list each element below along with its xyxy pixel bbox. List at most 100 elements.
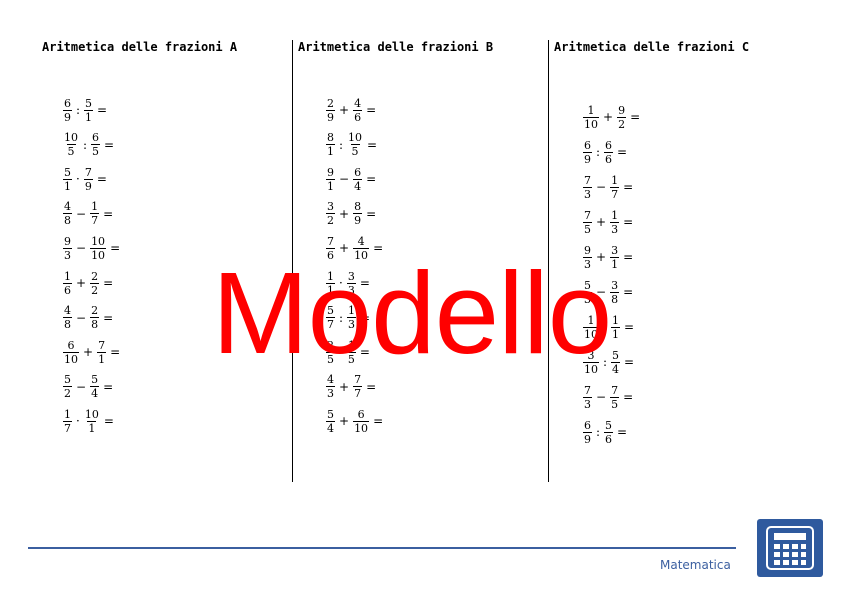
denominator: 7 bbox=[610, 186, 620, 201]
denominator: 3 bbox=[583, 186, 592, 201]
numerator: 1 bbox=[587, 313, 595, 327]
denominator: 9 bbox=[583, 151, 592, 166]
numerator: 3 bbox=[611, 278, 619, 292]
operator: + bbox=[339, 241, 350, 256]
denominator: 10 bbox=[583, 116, 599, 131]
equals-sign: = bbox=[360, 310, 371, 325]
operator: + bbox=[596, 250, 607, 264]
denominator: 8 bbox=[90, 317, 100, 332]
equals-sign: = bbox=[359, 276, 370, 290]
equals-sign: = bbox=[103, 310, 114, 325]
denominator: 8 bbox=[63, 317, 72, 332]
numerator: 5 bbox=[64, 165, 71, 179]
denominator: 4 bbox=[90, 386, 100, 401]
denominator: 6 bbox=[604, 151, 614, 166]
operator: − bbox=[76, 379, 87, 394]
operator: : bbox=[603, 320, 608, 334]
equals-sign: = bbox=[373, 241, 384, 256]
denominator: 4 bbox=[326, 420, 335, 435]
operator: + bbox=[76, 276, 87, 290]
operator: + bbox=[339, 414, 350, 429]
numerator: 6 bbox=[67, 338, 75, 352]
column-divider bbox=[292, 40, 293, 482]
numerator: 1 bbox=[611, 173, 619, 187]
denominator: 9 bbox=[83, 178, 93, 193]
numerator: 6 bbox=[92, 131, 100, 145]
equals-sign: = bbox=[624, 320, 635, 334]
numerator: 6 bbox=[584, 138, 591, 152]
numerator: 7 bbox=[84, 165, 92, 179]
denominator: 3 bbox=[583, 396, 592, 411]
denominator: 7 bbox=[353, 386, 363, 401]
numerator: 9 bbox=[64, 234, 71, 248]
numerator: 2 bbox=[327, 96, 334, 110]
operator: : bbox=[339, 137, 344, 152]
denominator: 6 bbox=[63, 282, 72, 297]
denominator: 8 bbox=[63, 213, 72, 228]
denominator: 5 bbox=[66, 144, 76, 159]
denominator: 10 bbox=[353, 420, 370, 435]
numerator: 1 bbox=[327, 269, 334, 283]
denominator: 1 bbox=[84, 109, 94, 124]
denominator: 3 bbox=[63, 247, 72, 262]
equals-sign: = bbox=[103, 379, 114, 394]
operator: − bbox=[596, 285, 607, 299]
denominator: 10 bbox=[583, 326, 599, 341]
numerator: 3 bbox=[347, 269, 355, 283]
denominator: 1 bbox=[326, 178, 335, 193]
numerator: 6 bbox=[584, 418, 591, 432]
footer-label: Matematica bbox=[660, 558, 731, 572]
denominator: 5 bbox=[610, 396, 620, 411]
denominator: 5 bbox=[350, 144, 360, 159]
equals-sign: = bbox=[630, 110, 641, 124]
denominator: 9 bbox=[326, 109, 335, 124]
numerator: 3 bbox=[611, 243, 619, 257]
equals-sign: = bbox=[110, 241, 121, 256]
denominator: 8 bbox=[610, 291, 620, 306]
footer-rule bbox=[28, 547, 736, 549]
denominator: 2 bbox=[63, 386, 72, 401]
equals-sign: = bbox=[617, 145, 628, 159]
numerator: 5 bbox=[64, 373, 71, 387]
denominator: 3 bbox=[347, 317, 357, 332]
numerator: 1 bbox=[587, 103, 595, 117]
numerator: 8 bbox=[354, 200, 362, 214]
operator: : bbox=[83, 137, 88, 152]
denominator: 4 bbox=[611, 361, 621, 376]
watermark: Modello bbox=[212, 248, 612, 378]
equals-sign: = bbox=[103, 276, 114, 290]
denominator: 1 bbox=[97, 351, 107, 366]
denominator: 9 bbox=[63, 109, 72, 124]
numerator: 7 bbox=[98, 338, 106, 352]
numerator: 3 bbox=[327, 200, 334, 214]
